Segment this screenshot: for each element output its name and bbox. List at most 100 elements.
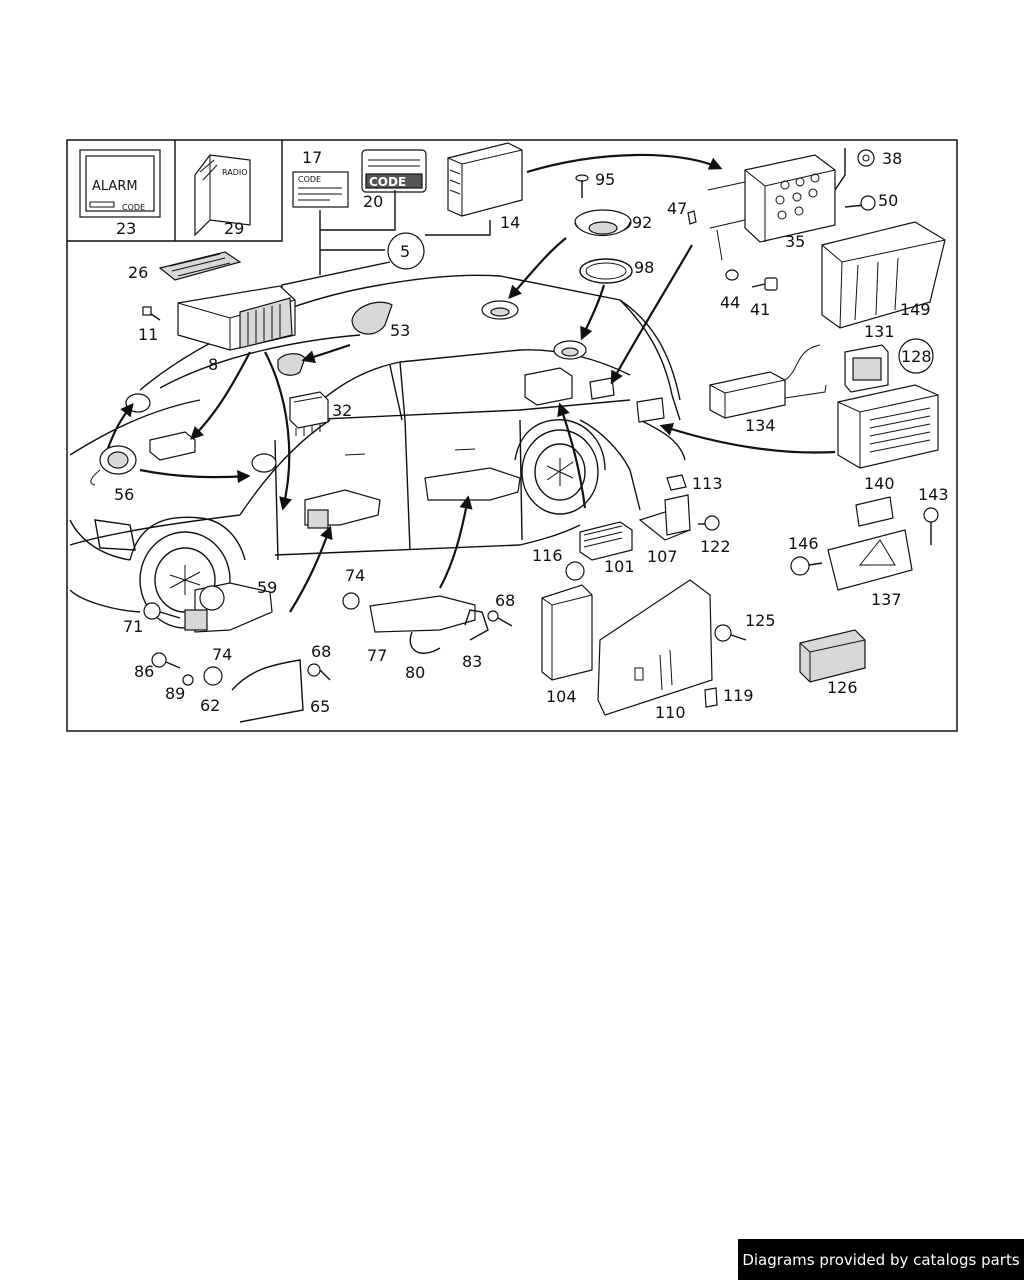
part-17-code-card: CODE — [292, 171, 349, 208]
callout-137: 137 — [871, 590, 902, 609]
part-8-radio-chassis — [177, 285, 296, 351]
assembly-arrows — [106, 153, 836, 613]
callout-32: 32 — [332, 401, 352, 420]
part-74-plug — [203, 666, 223, 686]
callout-circle-128 — [898, 338, 934, 374]
part-59-trim-assembly — [184, 582, 273, 633]
callout-29: 29 — [224, 219, 244, 238]
part-50-bolt — [844, 195, 876, 211]
callout-110: 110 — [655, 703, 686, 722]
callout-62: 62 — [200, 696, 220, 715]
callout-56: 56 — [114, 485, 134, 504]
callout-68-left: 68 — [311, 642, 331, 661]
callout-65: 65 — [310, 697, 330, 716]
part-47-clip — [687, 210, 697, 225]
diagram-frame — [66, 139, 958, 732]
callout-104: 104 — [546, 687, 577, 706]
footer-credit: Diagrams provided by catalogs parts — [738, 1239, 1024, 1280]
callout-80: 80 — [405, 663, 425, 682]
callout-119: 119 — [723, 686, 754, 705]
callout-14: 14 — [500, 213, 520, 232]
part-26-remote — [158, 251, 242, 281]
part-83-wire — [464, 609, 489, 641]
part-23-alarm-sticker: ALARM CODE — [79, 149, 161, 218]
callout-5: 5 — [400, 242, 410, 261]
callout-126: 126 — [827, 678, 858, 697]
callout-8: 8 — [208, 355, 218, 374]
callout-146: 146 — [788, 534, 819, 553]
part-68-clip-door — [487, 610, 513, 627]
callout-107: 107 — [647, 547, 678, 566]
callout-59: 59 — [257, 578, 277, 597]
callout-53: 53 — [390, 321, 410, 340]
callout-143: 143 — [918, 485, 949, 504]
part-20-code-plate: CODE — [361, 149, 427, 193]
part-137-plate — [827, 529, 913, 591]
rear-shelf-speakers — [481, 300, 587, 360]
callout-38: 38 — [882, 149, 902, 168]
part-146-bolt — [790, 556, 823, 576]
callout-83: 83 — [462, 652, 482, 671]
part-122-bolt — [698, 515, 720, 531]
callout-26: 26 — [128, 263, 148, 282]
part-98-ring — [579, 258, 633, 284]
part-113-nut — [666, 474, 687, 491]
callout-74-left: 74 — [212, 645, 232, 664]
part-95-screw — [575, 174, 589, 198]
part-131-unit — [844, 344, 889, 393]
part-68-clip-left — [307, 663, 331, 681]
callout-122: 122 — [700, 537, 731, 556]
car-outline — [69, 274, 686, 629]
callout-113: 113 — [692, 474, 723, 493]
callout-35: 35 — [785, 232, 805, 251]
callout-44: 44 — [720, 293, 740, 312]
part-140-bracket — [855, 496, 894, 527]
part-38-nut — [834, 148, 875, 191]
callout-149: 149 — [900, 300, 931, 319]
callout-95: 95 — [595, 170, 615, 189]
callout-17: 17 — [302, 148, 322, 167]
part-89-screw — [182, 674, 194, 686]
callout-23: 23 — [116, 219, 136, 238]
callout-41: 41 — [750, 300, 770, 319]
callout-134: 134 — [745, 416, 776, 435]
callout-11: 11 — [138, 325, 158, 344]
group-5-leaders — [281, 190, 491, 300]
part-149-tray — [821, 221, 946, 329]
part-104-control-unit — [541, 584, 593, 681]
callout-50: 50 — [878, 191, 898, 210]
part-14-radio-unit — [447, 142, 523, 217]
front-module-box — [149, 431, 196, 461]
part-44-washer — [716, 229, 739, 281]
callout-116: 116 — [532, 546, 563, 565]
part-119-clip — [704, 687, 718, 708]
alarm-text: ALARM — [92, 179, 138, 194]
code-card-text: CODE — [298, 175, 321, 184]
callout-140: 140 — [864, 474, 895, 493]
callout-92: 92 — [632, 213, 652, 232]
part-143-screw — [923, 507, 939, 545]
callout-77: 77 — [367, 646, 387, 665]
part-74-plug-door — [342, 592, 360, 610]
alarm-code-text: CODE — [122, 203, 145, 212]
part-77-door-trim — [369, 595, 476, 633]
part-116-nut — [565, 561, 585, 581]
part-92-speaker — [574, 209, 632, 237]
part-134-module — [709, 344, 827, 419]
part-32-module — [289, 391, 329, 436]
part-41-bolt — [751, 277, 778, 291]
callout-74-door: 74 — [345, 566, 365, 585]
code-plate-text: CODE — [369, 175, 406, 189]
part-101-amplifier — [579, 521, 633, 561]
part-29-radio-manual: RADIO — [194, 154, 251, 237]
radio-manual-text: RADIO — [222, 168, 248, 177]
callout-numbers: 5 8 11 14 17 20 23 29 26 32 35 38 41 44 … — [114, 148, 949, 722]
callout-125: 125 — [745, 611, 776, 630]
callout-131: 131 — [864, 322, 895, 341]
part-80-wire — [409, 631, 441, 654]
part-110-plate — [597, 579, 713, 716]
part-65-wire-harness — [231, 659, 304, 723]
callout-86: 86 — [134, 662, 154, 681]
callout-20: 20 — [363, 192, 383, 211]
